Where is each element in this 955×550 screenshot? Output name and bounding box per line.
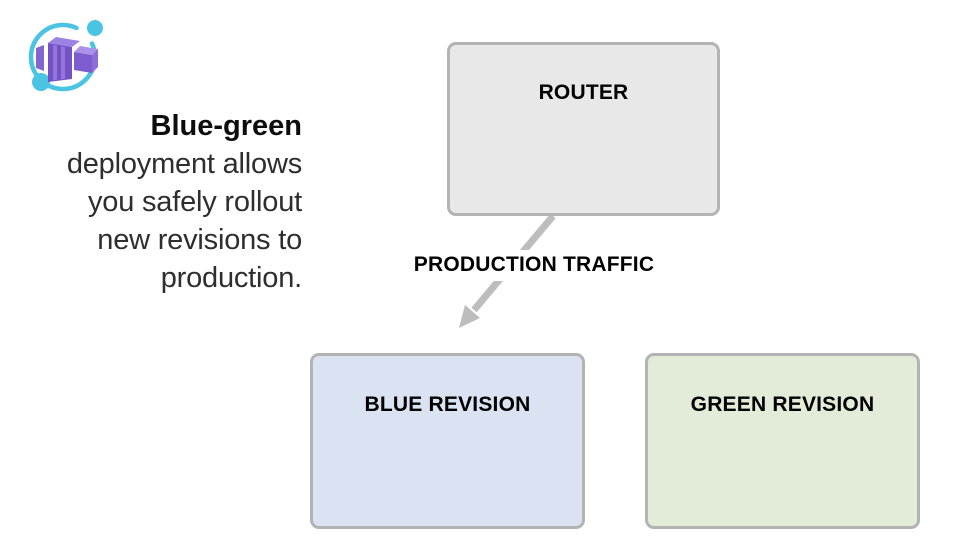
tagline-line: new revisions to xyxy=(97,224,302,256)
router-node-label: ROUTER xyxy=(538,81,629,104)
container-apps-logo-icon xyxy=(28,20,103,92)
tagline-line: deployment allows xyxy=(66,148,302,180)
logo-container-front xyxy=(48,43,72,82)
arrow-head xyxy=(459,305,480,328)
blue-revision-node: BLUE REVISION xyxy=(310,353,585,529)
tagline-line: production. xyxy=(160,262,302,294)
production-traffic-label: PRODUCTION TRAFFIC xyxy=(409,250,659,281)
logo-cube-front xyxy=(74,52,92,73)
logo-container-stripe xyxy=(53,45,57,81)
logo-container-side xyxy=(36,45,44,71)
green-revision-node-label: GREEN REVISION xyxy=(690,393,875,416)
logo-cube-top xyxy=(74,46,98,55)
blue-revision-node-label: BLUE REVISION xyxy=(364,393,531,416)
logo-container-stripe xyxy=(61,46,65,80)
tagline-text: Blue-green deployment allows you safely … xyxy=(67,107,302,297)
logo-container-top xyxy=(48,37,80,47)
logo-orbit-dot-bottom xyxy=(32,73,50,91)
tagline-line: you safely rollout xyxy=(87,186,302,218)
tagline-lead: Blue-green xyxy=(150,110,302,142)
router-node: ROUTER xyxy=(447,42,720,216)
logo-cube-side xyxy=(92,49,98,73)
logo-orbit-dot-top xyxy=(87,20,103,36)
green-revision-node: GREEN REVISION xyxy=(645,353,920,529)
